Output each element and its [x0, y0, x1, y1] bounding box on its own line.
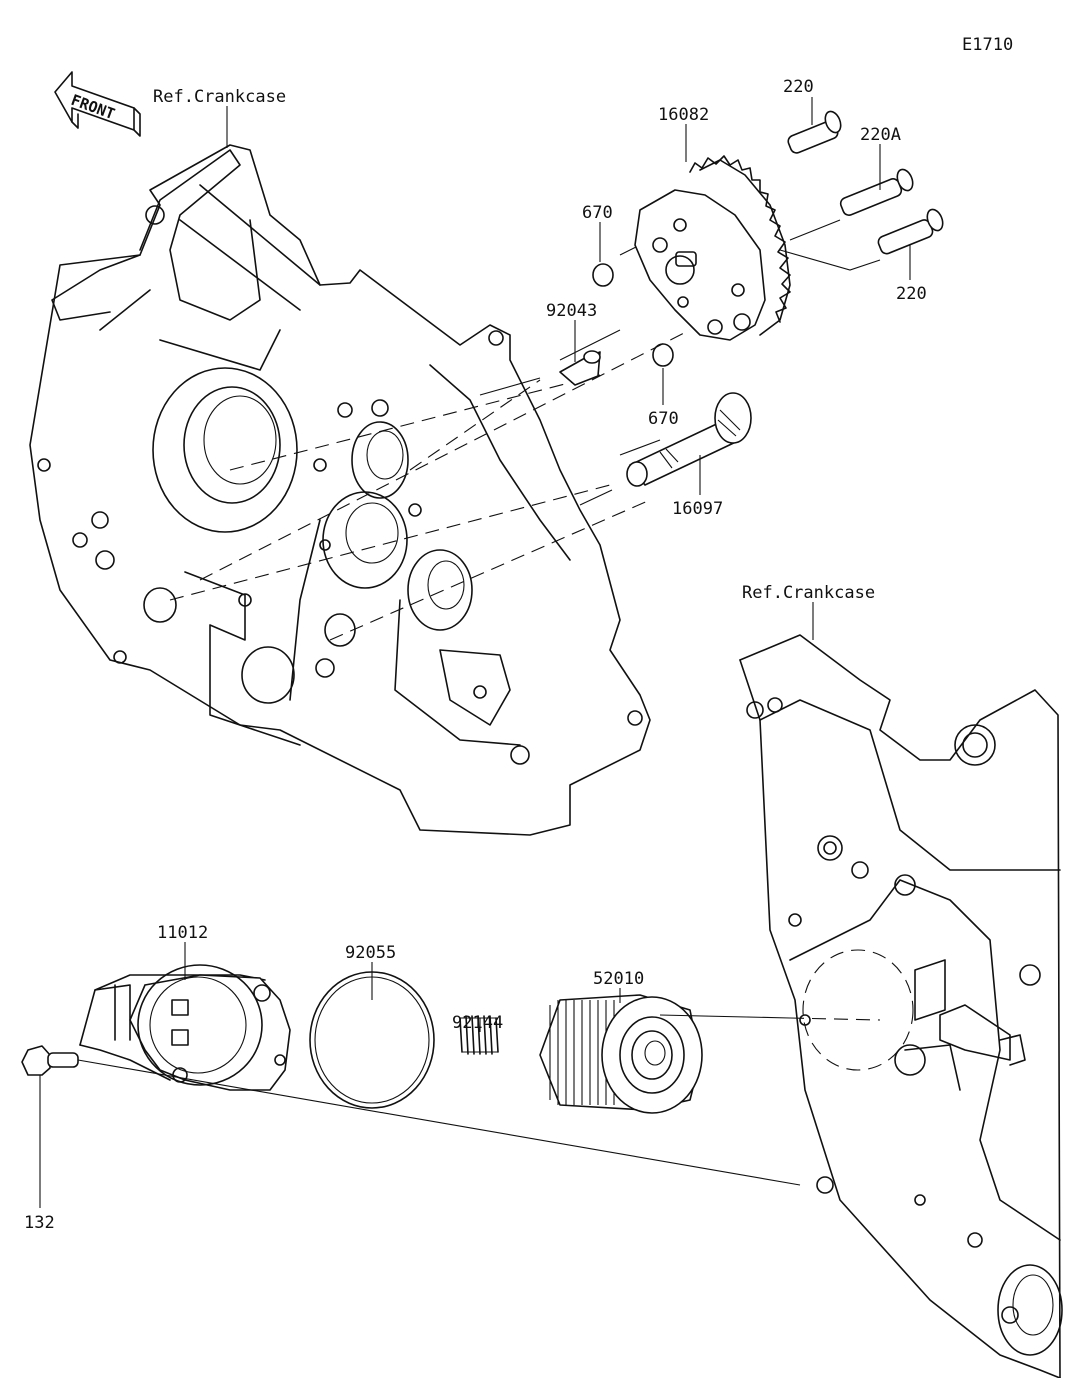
bolt-132: [21, 1045, 79, 1076]
part-label-11012: 11012: [157, 923, 208, 943]
bolt-220-lower: [877, 208, 944, 255]
ref-crankcase-label-upper: Ref.Crankcase: [153, 87, 286, 107]
upper-alignment-lines: [169, 219, 881, 641]
o-ring-670-upper: [592, 263, 614, 287]
part-label-670-upper: 670: [582, 203, 613, 223]
part-label-670-lower: 670: [648, 409, 679, 429]
part-label-92043: 92043: [546, 301, 597, 321]
label-leader-lines: [39, 97, 911, 1208]
upper-crankcase-drawing: [29, 144, 651, 836]
part-label-16082: 16082: [658, 105, 709, 125]
oil-filter-cover-11012: [79, 964, 291, 1091]
bolt-220A: [839, 168, 914, 216]
oil-filter-52010: [539, 994, 703, 1114]
dowel-pin-92043: [559, 350, 601, 386]
bolt-220-upper: [787, 110, 842, 154]
part-label-16097: 16097: [672, 499, 723, 519]
spring-92144: [459, 1015, 499, 1055]
oil-strainer-16097: [626, 392, 752, 487]
lower-alignment-lines: [77, 1014, 881, 1186]
part-label-52010: 52010: [593, 969, 644, 989]
crankcase-bolt-holes: [37, 205, 643, 765]
diagram-id: E1710: [962, 35, 1013, 55]
part-label-220-upper: 220: [783, 77, 814, 97]
part-label-220A: 220A: [860, 125, 901, 145]
part-label-92055: 92055: [345, 943, 396, 963]
o-ring-670-lower: [652, 343, 674, 367]
lower-crankcase-drawing: [739, 634, 1063, 1378]
front-arrow-icon: FRONT: [54, 71, 141, 137]
ref-crankcase-label-lower: Ref.Crankcase: [742, 583, 875, 603]
oil-pump: [634, 155, 791, 341]
part-label-220-lower: 220: [896, 284, 927, 304]
part-label-92144: 92144: [452, 1013, 503, 1033]
part-label-132: 132: [24, 1213, 55, 1233]
